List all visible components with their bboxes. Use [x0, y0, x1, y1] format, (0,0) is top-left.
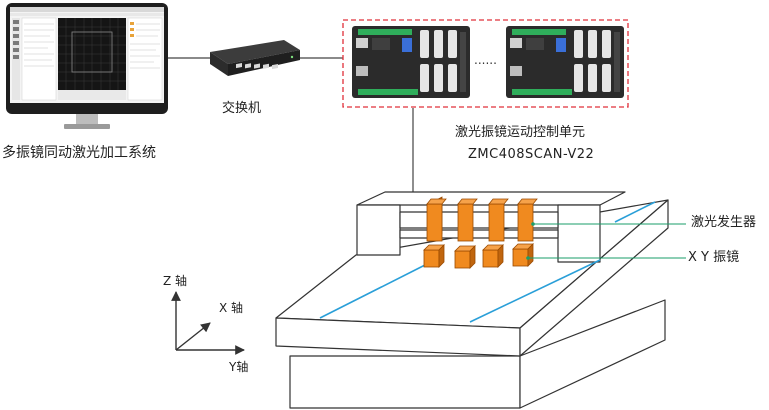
- controller-ellipsis: ......: [474, 53, 497, 67]
- coordinate-axes: [171, 291, 245, 355]
- laser-generator-label: 激光发生器: [691, 215, 757, 230]
- xy-galvo-leader-dot: [526, 256, 530, 260]
- laser-generator-4: [517, 198, 538, 242]
- leader-lines: [528, 223, 686, 259]
- motion-controller-1: [352, 26, 470, 98]
- scan-lines: [319, 201, 656, 323]
- connection-lines: [168, 57, 414, 192]
- gantry-right-upright: [557, 204, 601, 263]
- laser-generator-1: [426, 196, 447, 242]
- controller-name-label: 激光振镜运动控制单元: [455, 125, 586, 140]
- laser-generators: [426, 196, 538, 242]
- laser-generator-2: [457, 198, 478, 242]
- z-axis-label: Z 轴: [163, 274, 188, 288]
- monitor-icon: [6, 3, 168, 129]
- xy-galvo-2: [454, 245, 476, 269]
- pc-system-label: 多振镜同动激光加工系统: [2, 145, 156, 161]
- xy-galvo-label: X Y 振镜: [688, 250, 740, 265]
- y-axis-label: Y轴: [229, 360, 249, 374]
- controller-group-box: [342, 19, 629, 108]
- laser-generator-leader-dot: [531, 222, 535, 226]
- controller-model-label: ZMC408SCAN-V22: [468, 147, 595, 162]
- laser-generator-3: [488, 198, 509, 242]
- xy-galvo-1: [423, 244, 445, 268]
- network-switch-icon: [210, 40, 300, 76]
- xy-galvo-4: [512, 243, 534, 267]
- machine-base-side: [519, 299, 666, 409]
- machine-base-front: [289, 355, 521, 409]
- xy-galvo-3: [482, 244, 504, 268]
- gantry-left-upright: [356, 204, 401, 256]
- x-axis-label: X 轴: [219, 301, 244, 315]
- machine-table-side: [519, 199, 669, 357]
- motion-controller-2: [506, 26, 624, 98]
- gantry-rail: [399, 229, 559, 239]
- x-axis-arrow: [175, 322, 211, 351]
- switch-label: 交换机: [222, 101, 262, 116]
- gantry-beam: [399, 211, 559, 229]
